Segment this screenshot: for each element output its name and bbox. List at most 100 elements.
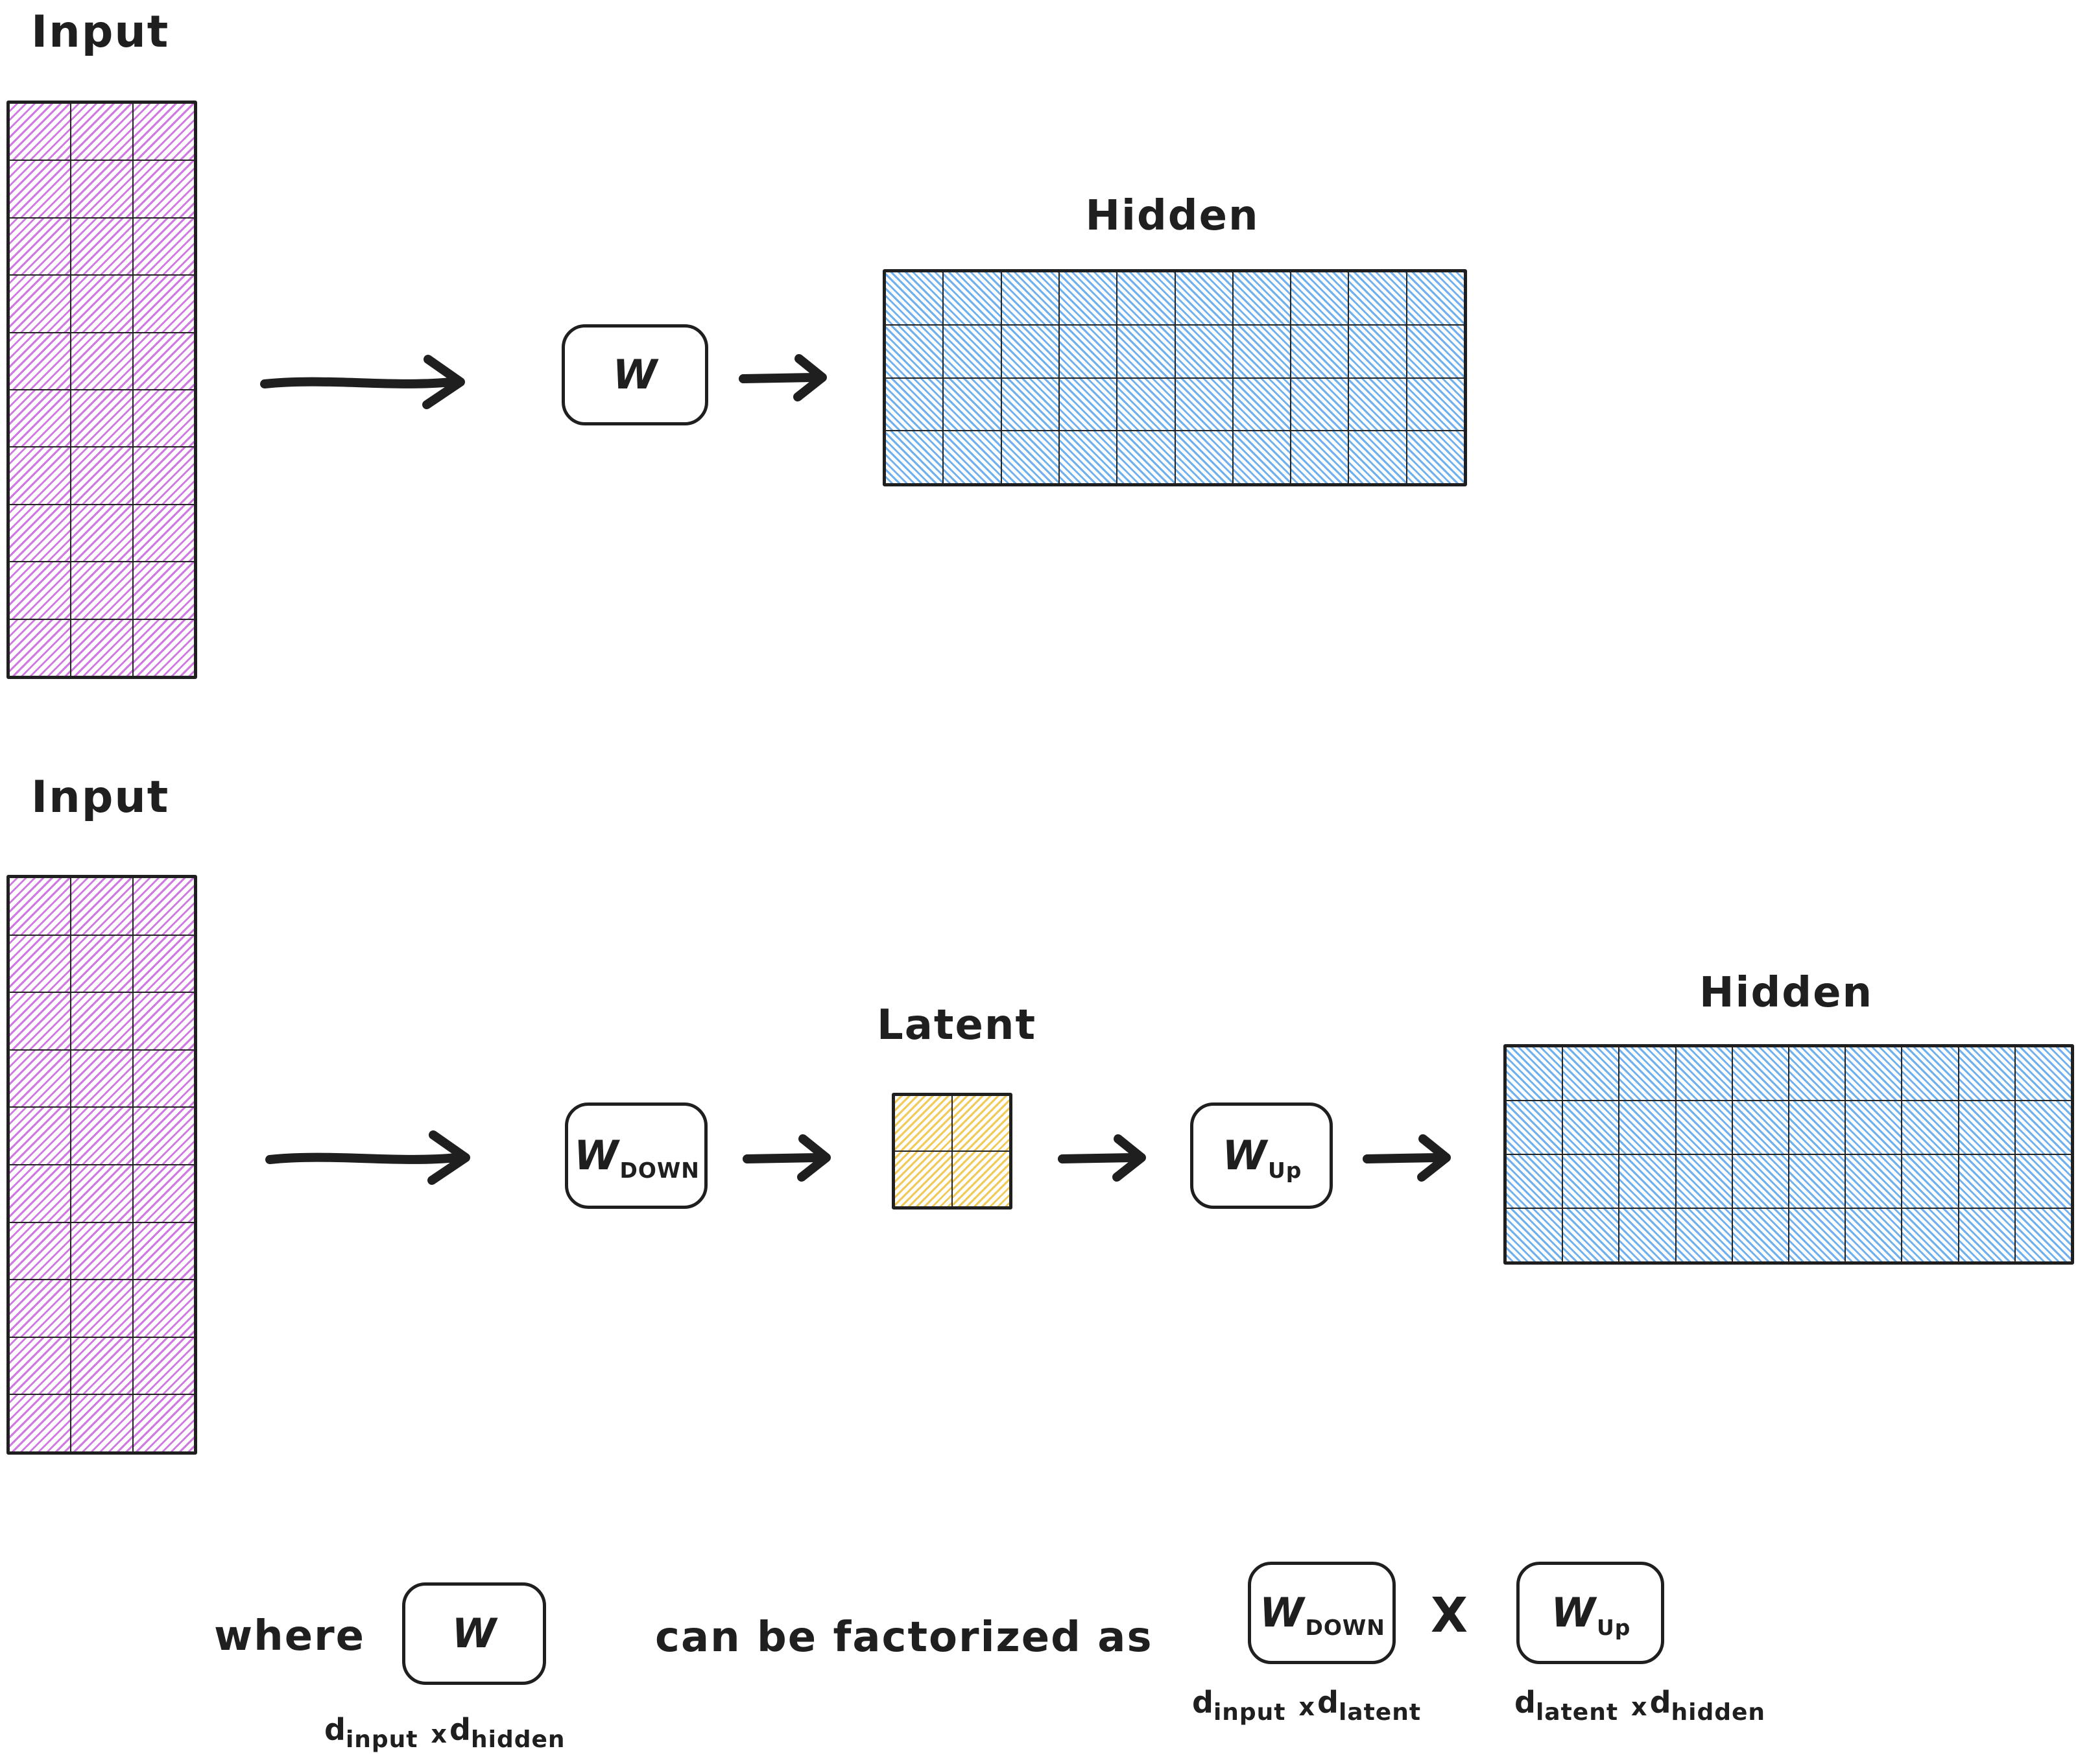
matrix-cell (1562, 1047, 1619, 1101)
input-label-bottom: Input (31, 772, 170, 823)
matrix-cell (1058, 272, 1117, 325)
matrix-cell (71, 103, 133, 161)
matrix-cell (132, 1049, 195, 1108)
arrow-wdown-to-latent (743, 1134, 831, 1182)
matrix-cell (885, 272, 944, 325)
matrix-cell (894, 1095, 952, 1151)
matrix-cell (9, 332, 71, 390)
matrix-cell (1788, 1154, 1846, 1208)
matrix-cell (9, 1337, 71, 1395)
matrix-cell (1406, 431, 1464, 484)
matrix-cell (9, 935, 71, 993)
matrix-cell (1506, 1154, 1563, 1208)
times-symbol: X (1431, 1588, 1468, 1643)
matrix-cell (943, 431, 1001, 484)
matrix-cell (9, 447, 71, 505)
matrix-cell (1001, 272, 1059, 325)
w-down-dims-d1: d (1192, 1685, 1213, 1720)
matrix-cell (132, 1164, 195, 1222)
matrix-cell (132, 504, 195, 562)
matrix-cell (1902, 1208, 1959, 1262)
matrix-cell (71, 935, 133, 993)
matrix-cell (9, 103, 71, 161)
matrix-cell (885, 431, 944, 484)
matrix-cell (1788, 1047, 1846, 1101)
hidden-matrix-top (883, 269, 1467, 486)
matrix-cell (1058, 377, 1117, 431)
matrix-cell (71, 877, 133, 935)
matrix-cell (1902, 1154, 1959, 1208)
matrix-cell (71, 447, 133, 505)
matrix-cell (1232, 324, 1291, 378)
matrix-cell (71, 1049, 133, 1108)
matrix-cell (9, 619, 71, 676)
matrix-cell (1788, 1101, 1846, 1154)
matrix-cell (1902, 1047, 1959, 1101)
matrix-cell (952, 1151, 1010, 1207)
matrix-cell (1675, 1208, 1732, 1262)
matrix-cell (71, 390, 133, 447)
matrix-cell (1058, 431, 1117, 484)
hidden-matrix-bottom (1503, 1044, 2074, 1265)
matrix-cell (1175, 431, 1233, 484)
matrix-cell (71, 1222, 133, 1280)
matrix-cell (1845, 1101, 1902, 1154)
w-box-top: W (562, 324, 708, 425)
matrix-cell (1845, 1208, 1902, 1262)
input-matrix-top (6, 101, 197, 679)
matrix-cell (1117, 377, 1175, 431)
input-label-top: Input (31, 6, 170, 58)
matrix-cell (1732, 1208, 1789, 1262)
matrix-cell (1175, 324, 1233, 378)
matrix-cell (1845, 1154, 1902, 1208)
matrix-cell (1958, 1208, 2015, 1262)
matrix-cell (132, 1280, 195, 1337)
matrix-cell (9, 1394, 71, 1452)
matrix-cell (71, 1280, 133, 1337)
matrix-cell (71, 275, 133, 333)
matrix-cell (2014, 1208, 2072, 1262)
matrix-cell (1058, 324, 1117, 378)
matrix-cell (71, 332, 133, 390)
w-down-box-formula-label: W (1260, 1589, 1304, 1636)
matrix-cell (71, 1337, 133, 1395)
matrix-cell (71, 619, 133, 676)
matrix-cell (1732, 1154, 1789, 1208)
matrix-cell (9, 217, 71, 276)
arrow-input-to-wdown (265, 1130, 470, 1185)
matrix-cell (9, 1107, 71, 1165)
matrix-cell (9, 1049, 71, 1108)
matrix-cell (1232, 272, 1291, 325)
matrix-cell (1958, 1047, 2015, 1101)
matrix-cell (1117, 272, 1175, 325)
arrow-input-to-w (260, 355, 465, 409)
matrix-cell (132, 103, 195, 161)
matrix-cell (132, 447, 195, 505)
matrix-cell (132, 562, 195, 619)
matrix-cell (1232, 377, 1291, 431)
matrix-cell (1001, 377, 1059, 431)
matrix-cell (9, 562, 71, 619)
matrix-cell (132, 992, 195, 1050)
matrix-cell (132, 332, 195, 390)
matrix-cell (132, 217, 195, 276)
matrix-cell (1291, 377, 1349, 431)
matrix-cell (1562, 1208, 1619, 1262)
matrix-cell (1175, 377, 1233, 431)
matrix-cell (9, 1280, 71, 1337)
input-matrix-bottom (6, 875, 197, 1455)
matrix-cell (71, 1107, 133, 1165)
matrix-cell (1675, 1047, 1732, 1101)
matrix-cell (1506, 1101, 1563, 1154)
matrix-cell (1732, 1047, 1789, 1101)
matrix-cell (1348, 324, 1407, 378)
matrix-cell (1232, 431, 1291, 484)
matrix-cell (71, 160, 133, 218)
where-text: where (214, 1612, 366, 1660)
matrix-cell (132, 1222, 195, 1280)
w-up-dims-d1: d (1514, 1685, 1536, 1720)
